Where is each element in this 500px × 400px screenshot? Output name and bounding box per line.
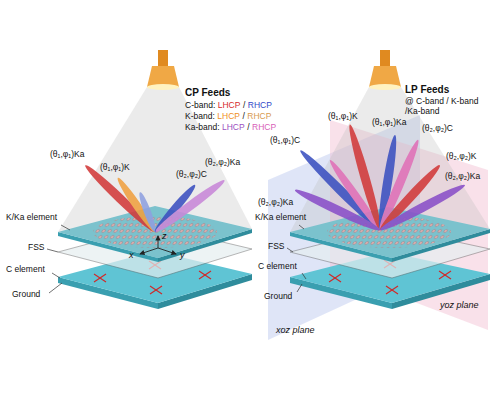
figure-label: (θ₁,φ₁)K (100, 163, 130, 173)
figure-label: Ground (264, 292, 292, 302)
figure-label: Ground (12, 290, 40, 300)
figure-label: LHCP (217, 112, 240, 122)
figure-label: (θ₂,φ₂)K (446, 152, 477, 162)
figure-label: x (129, 250, 134, 260)
figure-label: / (243, 101, 245, 111)
figure-label: yoz plane (440, 300, 479, 310)
feed-horn (147, 50, 179, 90)
figure-label: LHCP (222, 123, 245, 133)
figure-label: RHCP (252, 123, 276, 133)
figure-label: (θ₂,φ₂)Ka (205, 158, 240, 168)
figure-label: (θ₂,φ₂)C (176, 170, 207, 180)
figure-label: z (162, 231, 167, 241)
figure-label: (θ₁,φ₁)C (270, 136, 300, 146)
leader-lines (47, 225, 306, 293)
figure-label: (θ₁,φ₁)K (328, 112, 358, 122)
figure-label: RHCP (248, 101, 272, 111)
feed-illumination (58, 87, 252, 258)
figure-label: FSS (268, 242, 285, 252)
figure-label: C-band: (185, 101, 215, 111)
figure-label: K/Ka element (255, 213, 306, 223)
figure-label: K/Ka element (6, 213, 57, 223)
figure-label: (θ₁,φ₁)Ka (372, 118, 406, 128)
figure-label: LP Feeds (405, 84, 449, 96)
coordinate-axes (140, 236, 176, 254)
figure-label: (θ₂,φ₂)Ka (258, 198, 293, 208)
figure-label: (θ₁,φ₁)Ka (50, 150, 84, 160)
figure-label: C element (258, 262, 297, 272)
figure-label: RHCP (247, 112, 271, 122)
figure-label: K-band: (185, 112, 215, 122)
figure-label: xoz plane (276, 325, 315, 335)
figure-label: C element (6, 265, 45, 275)
beam-lobes (293, 123, 467, 234)
figure-label: (θ₂,φ₂)C (422, 124, 453, 134)
figure-label: y (180, 250, 185, 260)
figure-label: LHCP (218, 101, 241, 111)
figure-label: FSS (28, 243, 45, 253)
figure-label: CP Feeds (185, 87, 230, 99)
beam-lobes (82, 162, 227, 235)
figure-label: / (247, 123, 249, 133)
figure-label: @ C-band / K-band /Ka-band (405, 97, 493, 117)
feed-illumination (290, 87, 490, 258)
feed-horn (369, 50, 401, 90)
figure-label: / (242, 112, 244, 122)
figure-label: Ka-band: (185, 123, 220, 133)
figure-label: (θ₂,φ₂)Ka (445, 172, 480, 182)
